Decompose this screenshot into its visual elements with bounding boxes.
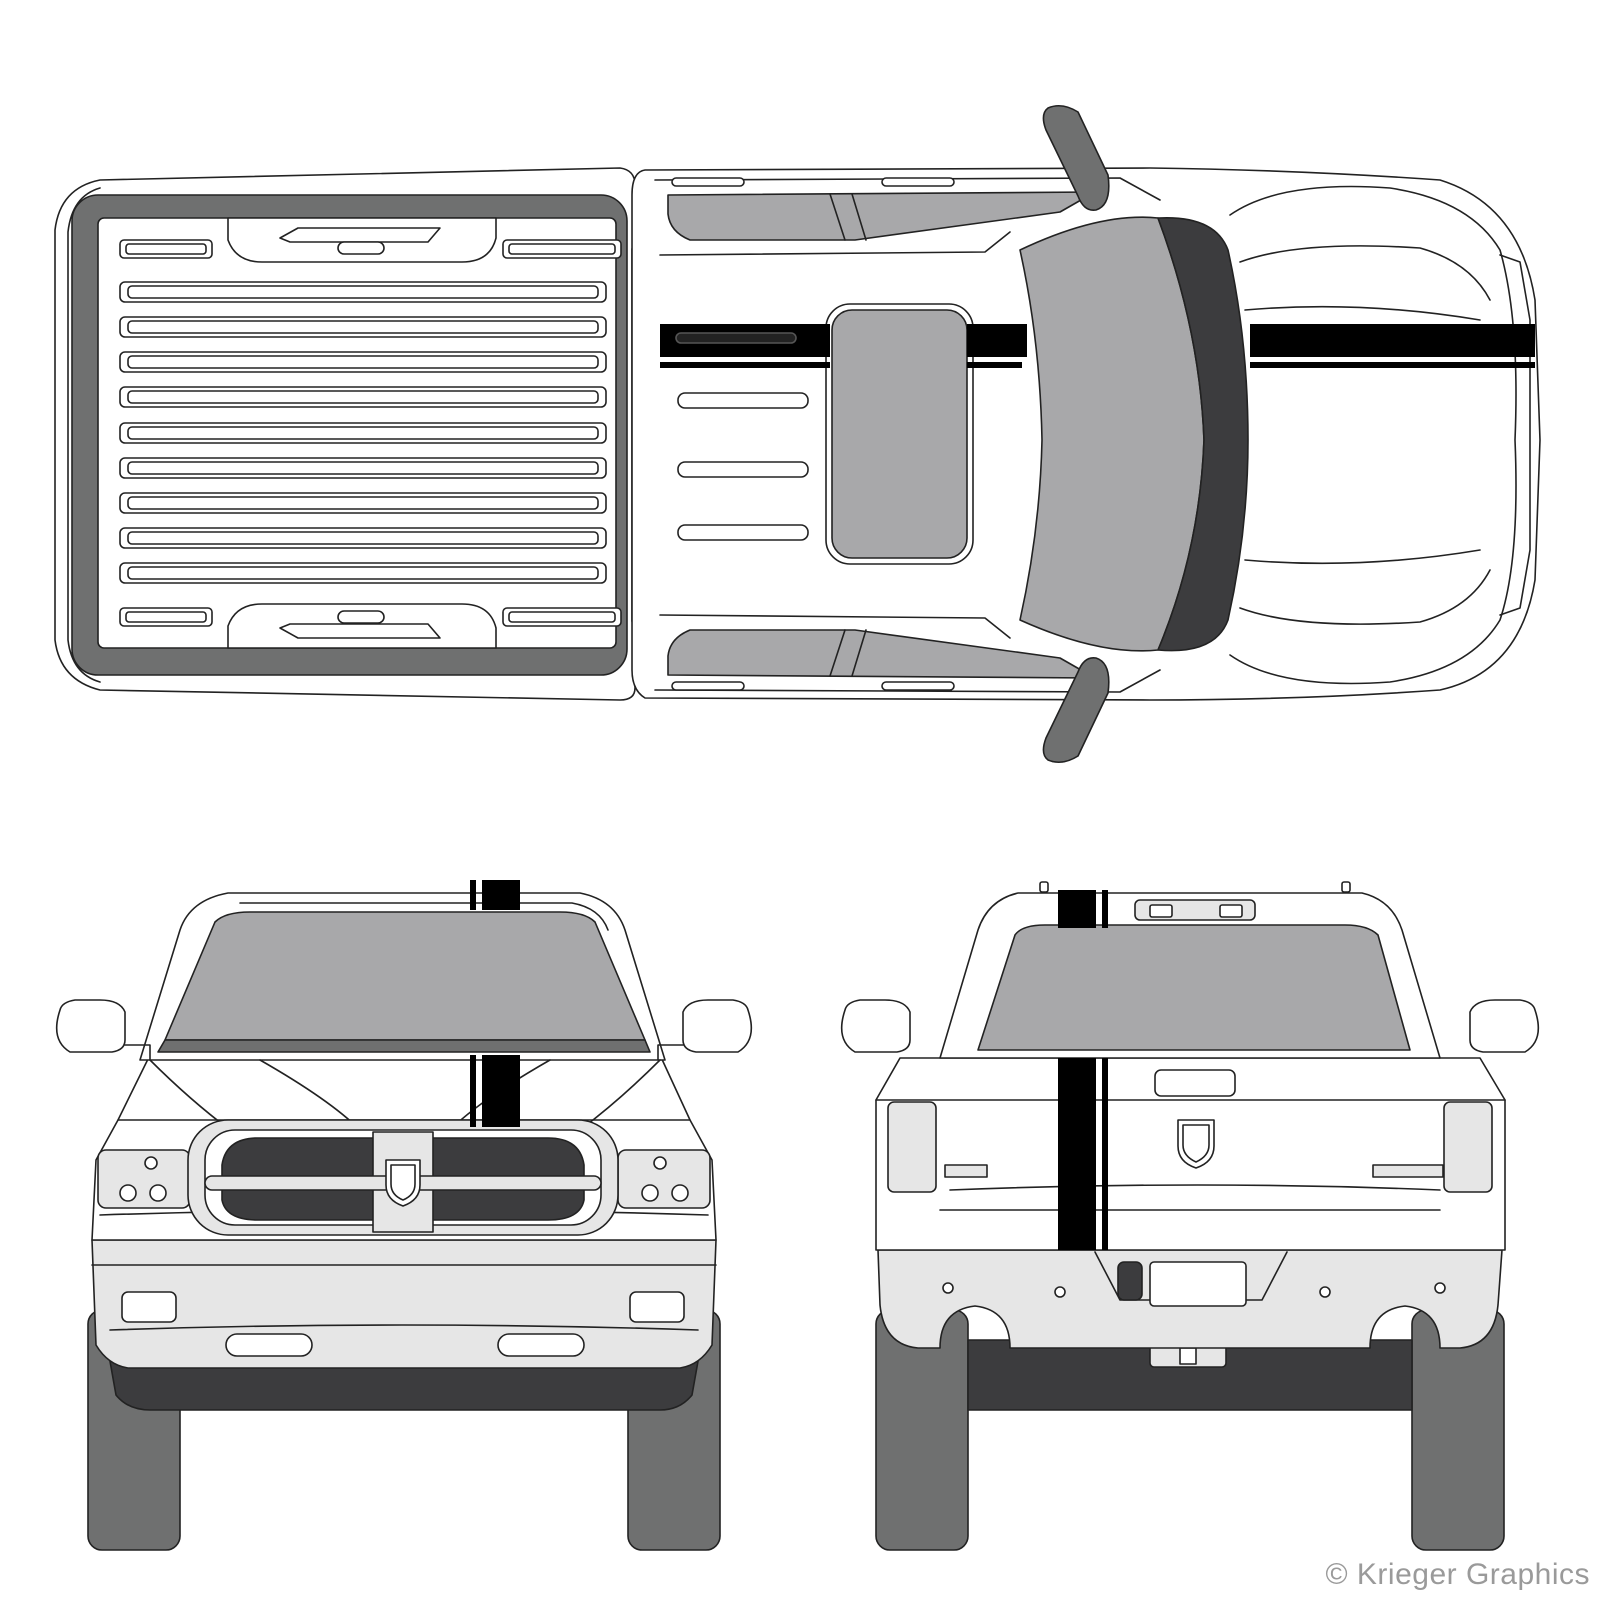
windshield-top: [1019, 216, 1205, 652]
top-view: [54, 104, 1541, 764]
mirror-bottom: [1042, 656, 1110, 764]
stripe-hood-main: [1250, 324, 1535, 357]
headlight-left: [97, 1149, 191, 1209]
rear-window: [977, 924, 1411, 1051]
mirror-top: [1042, 104, 1110, 212]
ram-shield-emblem-icon: [385, 1159, 421, 1207]
side-window-top: [667, 191, 1096, 241]
roof-panel: [659, 231, 1011, 639]
taillight-right: [1443, 1101, 1493, 1193]
bed-rail-inner: [67, 187, 101, 683]
rear-view: [840, 881, 1540, 1551]
front-mirror-left: [55, 999, 126, 1053]
tailgate-handle: [1154, 1069, 1236, 1097]
rear-stripe-a: [1058, 890, 1096, 928]
front-windshield: [164, 911, 646, 1041]
copyright-credit: © Krieger Graphics: [1325, 1558, 1590, 1591]
front-view: [55, 880, 753, 1551]
ram-shield-emblem-icon: [1177, 1119, 1215, 1169]
sunroof: [831, 309, 968, 559]
rear-stripe-b: [1102, 890, 1108, 928]
license-plate: [1149, 1261, 1247, 1307]
front-stripe-b: [482, 880, 520, 910]
rear-mirror-left: [840, 999, 911, 1053]
rear-mirror-right: [1469, 999, 1540, 1053]
front-stripe-a: [470, 880, 476, 910]
taillight-left: [887, 1101, 937, 1193]
front-mirror-right: [682, 999, 753, 1053]
bed-ribs: [119, 281, 607, 584]
hood-lines: [1229, 185, 1517, 685]
front-bumper: [91, 1239, 717, 1369]
side-window-bottom: [667, 629, 1096, 679]
